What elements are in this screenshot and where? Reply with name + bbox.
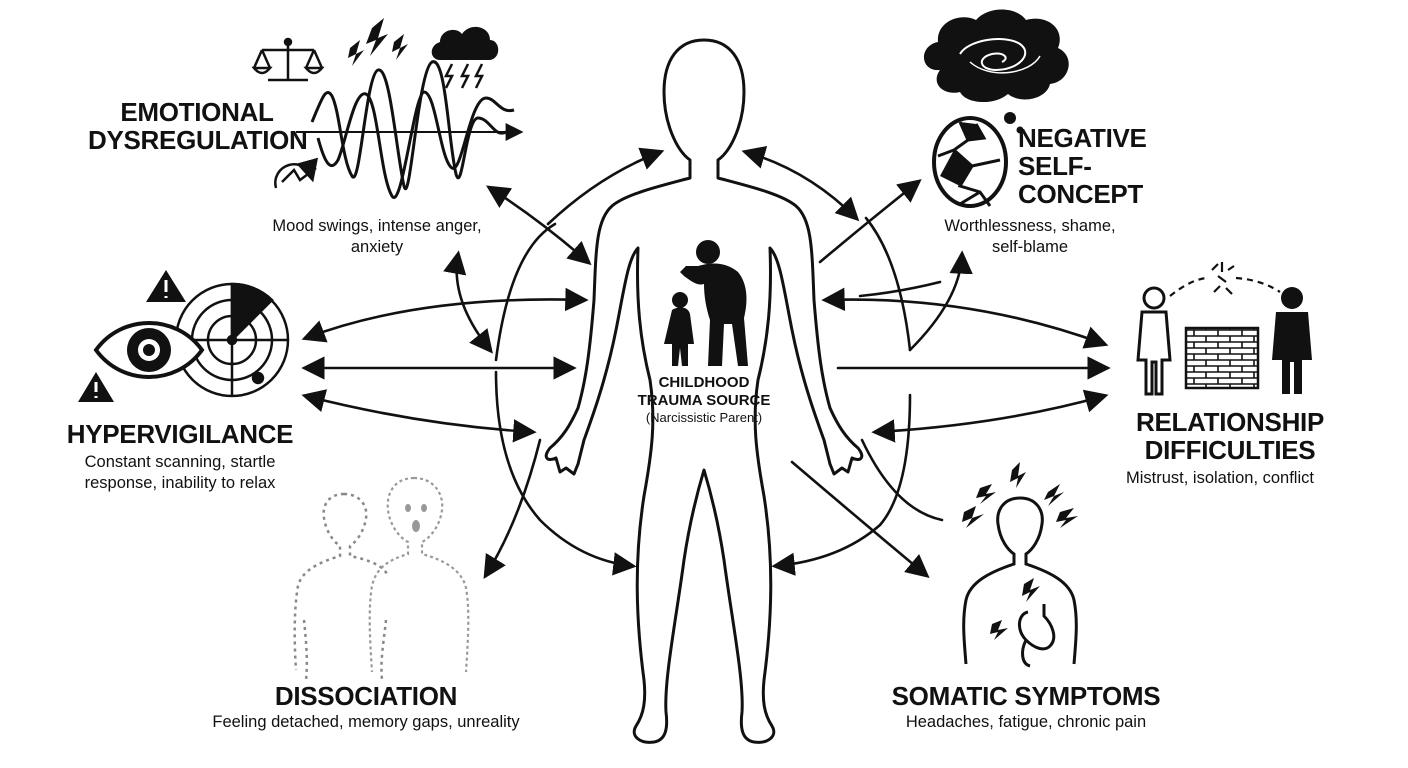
emotional-title-line2: DYSREGULATION bbox=[88, 125, 308, 155]
relationship-difficulties-title: RELATIONSHIP DIFFICULTIES bbox=[1130, 408, 1330, 464]
negative-title-line1: NEGATIVE bbox=[1018, 123, 1147, 153]
negative-title-line2: SELF- bbox=[1018, 151, 1092, 181]
dissociation-title-text: DISSOCIATION bbox=[274, 681, 458, 711]
center-label-line1: CHILDHOOD bbox=[658, 374, 750, 391]
center-label-line2: TRAUMA SOURCE bbox=[637, 392, 771, 409]
ghost-face-features bbox=[405, 504, 427, 532]
scales-icon bbox=[251, 37, 325, 82]
emotional-title-line1: EMOTIONAL bbox=[120, 97, 274, 127]
somatic-title-text: SOMATIC SYMPTOMS bbox=[891, 681, 1161, 711]
hypervigilance-title: HYPERVIGILANCE bbox=[60, 420, 300, 448]
negative-desc-line1: Worthlessness, shame, bbox=[944, 217, 1116, 235]
wave-icon bbox=[296, 60, 524, 199]
relationship-difficulties-desc: Mistrust, isolation, conflict bbox=[1100, 468, 1340, 489]
emotional-desc-line1: Mood swings, intense anger, bbox=[272, 217, 482, 235]
negative-title-line3: CONCEPT bbox=[1018, 179, 1144, 209]
storm-cloud-icon bbox=[431, 26, 499, 89]
relationship-desc: Mistrust, isolation, conflict bbox=[1126, 469, 1314, 487]
cycle-arrow-icon bbox=[274, 157, 318, 189]
person-icon-dark bbox=[1272, 287, 1312, 394]
hypervigilance-desc-line2: response, inability to relax bbox=[84, 474, 276, 492]
stomach-icon bbox=[1018, 604, 1056, 668]
emotional-dysregulation-title: EMOTIONAL DYSREGULATION bbox=[88, 97, 308, 155]
eye-icon bbox=[93, 321, 205, 379]
headache-figure-icon bbox=[962, 496, 1078, 665]
warning-icon bbox=[78, 270, 186, 402]
lightning-icon bbox=[348, 18, 408, 66]
center-label-line3: (Narcissistic Parent) bbox=[645, 410, 763, 425]
negative-self-concept-title: NEGATIVE SELF- CONCEPT bbox=[1018, 124, 1158, 208]
relationship-title-line2: DIFFICULTIES bbox=[1144, 435, 1316, 465]
ghost-face-icon bbox=[368, 476, 470, 673]
cracked-mirror-icon bbox=[932, 116, 1008, 208]
relationship-title-line1: RELATIONSHIP bbox=[1135, 407, 1325, 437]
negative-desc-line2: self-blame bbox=[991, 238, 1069, 256]
lightning-icon bbox=[962, 462, 1078, 640]
emotional-dysregulation-desc: Mood swings, intense anger, anxiety bbox=[252, 216, 502, 258]
emotional-desc-line2: anxiety bbox=[350, 238, 404, 256]
connection-arrows bbox=[301, 145, 1111, 579]
person-icon bbox=[1136, 286, 1172, 396]
thought-cloud-icon bbox=[923, 9, 1069, 134]
dissociation-desc-text: Feeling detached, memory gaps, unreality bbox=[212, 713, 520, 731]
somatic-symptoms-desc: Headaches, fatigue, chronic pain bbox=[888, 712, 1164, 733]
hypervigilance-desc-line1: Constant scanning, startle bbox=[84, 453, 276, 471]
negative-self-concept-desc: Worthlessness, shame, self-blame bbox=[920, 216, 1140, 258]
wall-icon bbox=[1184, 326, 1260, 390]
dissociation-title: DISSOCIATION bbox=[266, 682, 466, 710]
broken-link-icon bbox=[1169, 262, 1281, 297]
parent-child-icon bbox=[664, 240, 748, 366]
center-label: CHILDHOOD TRAUMA SOURCE (Narcissistic Pa… bbox=[626, 374, 782, 426]
dotted-figure-icon bbox=[293, 492, 390, 681]
somatic-symptoms-title: SOMATIC SYMPTOMS bbox=[888, 682, 1164, 710]
somatic-desc-text: Headaches, fatigue, chronic pain bbox=[905, 713, 1147, 731]
hypervigilance-desc: Constant scanning, startle response, ina… bbox=[60, 452, 300, 494]
dissociation-desc: Feeling detached, memory gaps, unreality bbox=[196, 712, 536, 733]
hypervigilance-title-text: HYPERVIGILANCE bbox=[66, 419, 294, 449]
central-body-outline bbox=[544, 38, 864, 744]
